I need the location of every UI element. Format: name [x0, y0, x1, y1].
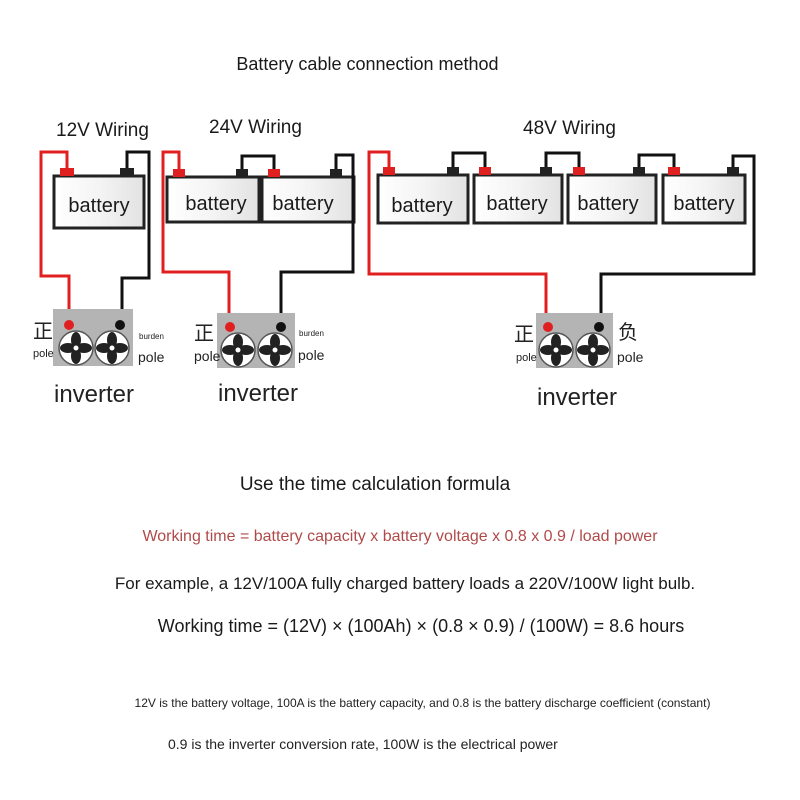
series-link-48v-c — [637, 153, 676, 167]
positive-terminal — [64, 320, 74, 330]
negative-pole-label: pole — [617, 349, 644, 365]
section-24v: battery battery 正 pole burden pole inver… — [161, 150, 356, 407]
diagram-title: Battery cable connection method — [236, 54, 499, 74]
section-48v: battery battery battery battery — [367, 150, 756, 411]
burden-label: burden — [139, 332, 164, 341]
positive-terminal — [225, 322, 235, 332]
positive-cjk-label: 正 — [33, 319, 53, 343]
note-conversion-rate: 0.9 is the inverter conversion rate, 100… — [168, 736, 558, 752]
inverter-24v — [217, 313, 295, 368]
battery-48v-2: battery — [472, 167, 564, 225]
negative-pole-label: pole — [298, 347, 325, 363]
formula-text: Working time = battery capacity x batter… — [142, 528, 658, 545]
battery-label: battery — [185, 193, 246, 215]
inverter-12v — [53, 309, 133, 366]
positive-cjk-label: 正 — [194, 321, 214, 345]
fan-icon — [538, 332, 574, 368]
label-12v-wiring: 12V Wiring — [56, 120, 149, 141]
burden-label: burden — [299, 329, 324, 338]
positive-pole-label: pole — [194, 348, 221, 364]
battery-label: battery — [486, 193, 547, 215]
example-text: For example, a 12V/100A fully charged ba… — [114, 574, 696, 593]
inverter-48v — [536, 313, 613, 368]
wiring-diagram: battery 正 pole burden pole inverter batt… — [33, 150, 756, 411]
positive-pole-label: pole — [33, 348, 54, 360]
note-discharge-coefficient: 12V is the battery voltage, 100A is the … — [134, 696, 711, 710]
battery-48v-4: battery — [661, 167, 747, 225]
series-link-48v-a — [451, 151, 487, 167]
calculation-text: Working time = (12V) × (100Ah) × (0.8 × … — [157, 616, 685, 636]
battery-12v-1: battery — [52, 168, 146, 230]
positive-wire-24v — [161, 150, 231, 314]
fan-icon — [58, 330, 94, 366]
negative-terminal — [594, 322, 604, 332]
positive-pole-label: pole — [516, 352, 537, 364]
inverter-label: inverter — [218, 380, 298, 407]
fan-icon — [94, 330, 130, 366]
label-24v-wiring: 24V Wiring — [209, 117, 302, 138]
positive-wire-48v — [367, 150, 548, 314]
battery-label: battery — [391, 195, 452, 217]
battery-label: battery — [68, 195, 129, 217]
series-link-48v-b — [544, 151, 581, 167]
negative-terminal — [276, 322, 286, 332]
formula-heading: Use the time calculation formula — [239, 474, 511, 495]
positive-wire-12v — [39, 150, 71, 310]
battery-label: battery — [577, 193, 638, 215]
battery-24v-1: battery — [165, 169, 261, 224]
battery-label: battery — [272, 193, 333, 215]
negative-wire-24v — [279, 153, 355, 314]
positive-terminal — [543, 322, 553, 332]
fan-icon — [575, 332, 611, 368]
section-12v: battery 正 pole burden pole inverter — [33, 150, 165, 408]
inverter-label: inverter — [537, 384, 617, 411]
negative-wire-12v — [120, 150, 151, 310]
battery-48v-1: battery — [376, 167, 470, 225]
battery-48v-3: battery — [566, 167, 658, 225]
negative-wire-48v — [599, 154, 756, 314]
fan-icon — [257, 332, 293, 368]
positive-cjk-label: 正 — [514, 322, 534, 346]
fan-icon — [220, 332, 256, 368]
series-link-24v — [240, 154, 276, 169]
inverter-label: inverter — [54, 381, 134, 408]
label-48v-wiring: 48V Wiring — [523, 118, 616, 139]
battery-24v-2: battery — [260, 169, 356, 224]
battery-label: battery — [673, 193, 734, 215]
negative-cjk-label: 负 — [618, 320, 638, 344]
negative-terminal — [115, 320, 125, 330]
negative-pole-label: pole — [138, 349, 165, 365]
